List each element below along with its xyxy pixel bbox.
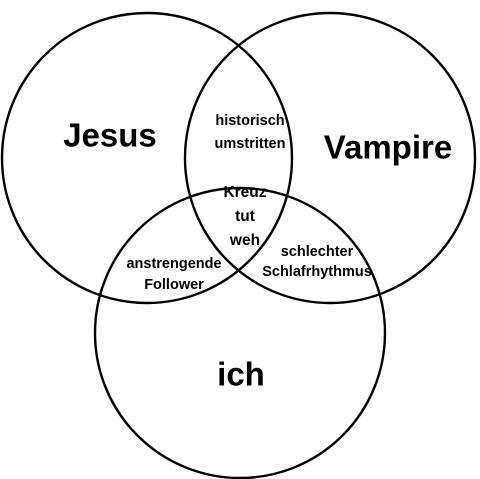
circle-vampire: [183, 11, 477, 305]
set-label-vampire: Vampire: [324, 129, 452, 166]
overlap-jesus-ich-line-1: anstrengende: [126, 256, 221, 272]
overlap-vampire-ich-line-2: Schlafrhythmus: [262, 264, 372, 280]
circle-jesus: [0, 11, 294, 305]
set-label-ich: ich: [217, 356, 265, 393]
overlap-jesus-vampire-line-1: historisch: [215, 113, 284, 129]
overlap-jesus-vampire-line-2: umstritten: [215, 136, 286, 152]
overlap-vampire-ich-line-1: schlechter: [281, 244, 354, 260]
circle-ich: [93, 186, 387, 479]
overlap-center-line-2: tut: [235, 208, 255, 225]
set-label-jesus: Jesus: [63, 117, 157, 154]
overlap-center-line-3: weh: [229, 232, 260, 249]
overlap-center-line-1: Kreuz: [223, 184, 266, 201]
overlap-jesus-ich-line-2: Follower: [144, 277, 204, 293]
